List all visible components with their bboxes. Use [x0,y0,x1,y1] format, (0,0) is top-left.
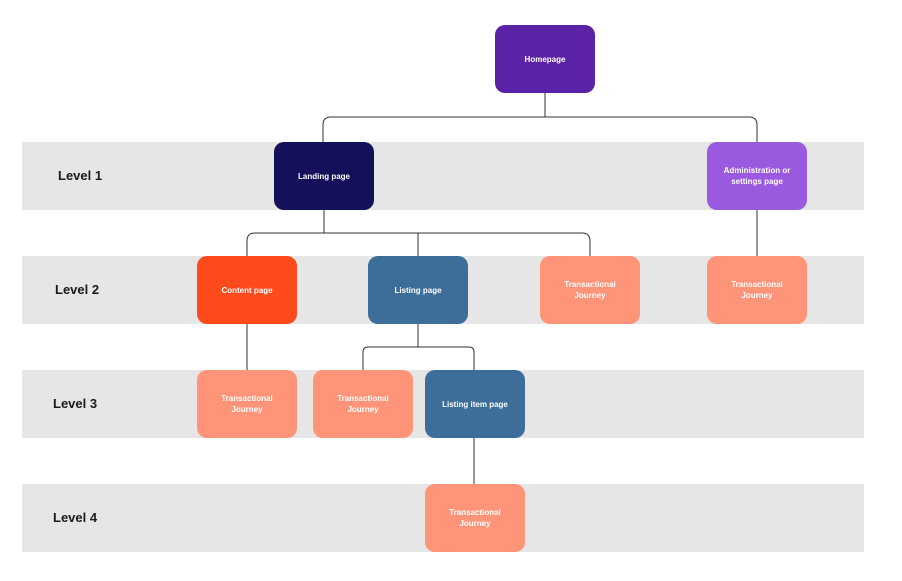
listing-page-node[interactable]: Listing page [368,256,468,324]
homepage-node[interactable]: Homepage [495,25,595,93]
landing-page-node[interactable]: Landing page [274,142,374,210]
transactional-journey-node[interactable]: Transactional Journey [197,370,297,438]
listing-item-page-node[interactable]: Listing item page [425,370,525,438]
admin-settings-node[interactable]: Administration or settings page [707,142,807,210]
level-2-label: Level 2 [55,282,100,297]
connector-homepage-children [322,92,758,142]
transactional-journey-node[interactable]: Transactional Journey [707,256,807,324]
connector-listing-children [362,324,475,370]
level-1-label: Level 1 [58,168,103,183]
transactional-journey-node[interactable]: Transactional Journey [540,256,640,324]
transactional-journey-node[interactable]: Transactional Journey [425,484,525,552]
content-page-node[interactable]: Content page [197,256,297,324]
connector-landing-children [246,210,591,256]
level-4-label: Level 4 [53,510,98,525]
level-3-label: Level 3 [53,396,98,411]
transactional-journey-node[interactable]: Transactional Journey [313,370,413,438]
